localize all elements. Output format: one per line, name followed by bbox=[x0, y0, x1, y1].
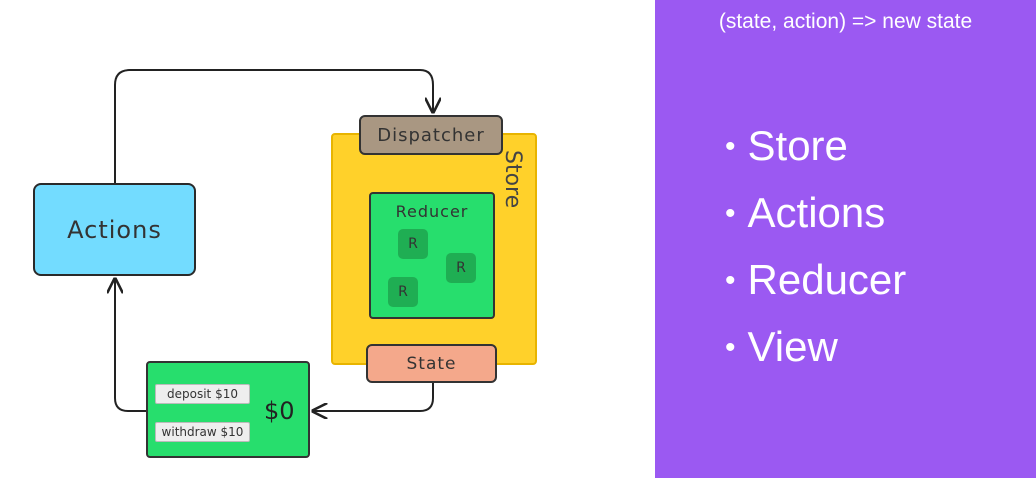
dispatcher-box: Dispatcher bbox=[359, 115, 503, 155]
flux-diagram: Store Actions Dispatcher Reducer R R R S… bbox=[33, 69, 537, 458]
deposit-button[interactable]: deposit $10 bbox=[155, 384, 250, 404]
bullet-icon: • bbox=[725, 264, 736, 297]
balance-amount: $0 bbox=[264, 397, 295, 425]
arrow-view-to-actions bbox=[115, 279, 146, 412]
concept-item: • View bbox=[725, 313, 906, 380]
reducer-chip: R bbox=[446, 253, 476, 283]
concept-list: • Store • Actions • Reducer • View bbox=[725, 112, 906, 380]
concept-item: • Actions bbox=[725, 179, 906, 246]
concept-label: Actions bbox=[747, 189, 886, 236]
bullet-icon: • bbox=[725, 197, 736, 230]
actions-box: Actions bbox=[33, 183, 196, 276]
reducer-chip: R bbox=[388, 277, 418, 307]
state-label: State bbox=[406, 353, 457, 374]
concept-item: • Store bbox=[725, 112, 906, 179]
reducer-label: Reducer bbox=[395, 202, 469, 221]
concept-label: Reducer bbox=[747, 256, 907, 303]
view-box: deposit $10 withdraw $10 $0 bbox=[146, 361, 310, 458]
reducer-chip: R bbox=[398, 229, 428, 259]
summary-panel: (state, action) => new state • Store • Act… bbox=[655, 0, 1036, 478]
concept-item: • Reducer bbox=[725, 246, 906, 313]
store-box bbox=[331, 133, 537, 365]
reducer-box: Reducer R R R bbox=[369, 192, 495, 319]
bullet-icon: • bbox=[725, 331, 736, 364]
withdraw-button[interactable]: withdraw $10 bbox=[155, 422, 250, 442]
bullet-icon: • bbox=[725, 130, 736, 163]
dispatcher-label: Dispatcher bbox=[377, 124, 485, 146]
arrow-actions-to-dispatcher bbox=[114, 69, 433, 183]
state-box: State bbox=[366, 344, 497, 383]
arrow-state-to-view bbox=[313, 383, 434, 411]
reducer-formula: (state, action) => new state bbox=[718, 10, 973, 33]
concept-label: View bbox=[747, 323, 838, 370]
store-label: Store bbox=[500, 150, 525, 209]
concept-label: Store bbox=[747, 122, 848, 169]
actions-label: Actions bbox=[67, 215, 162, 244]
